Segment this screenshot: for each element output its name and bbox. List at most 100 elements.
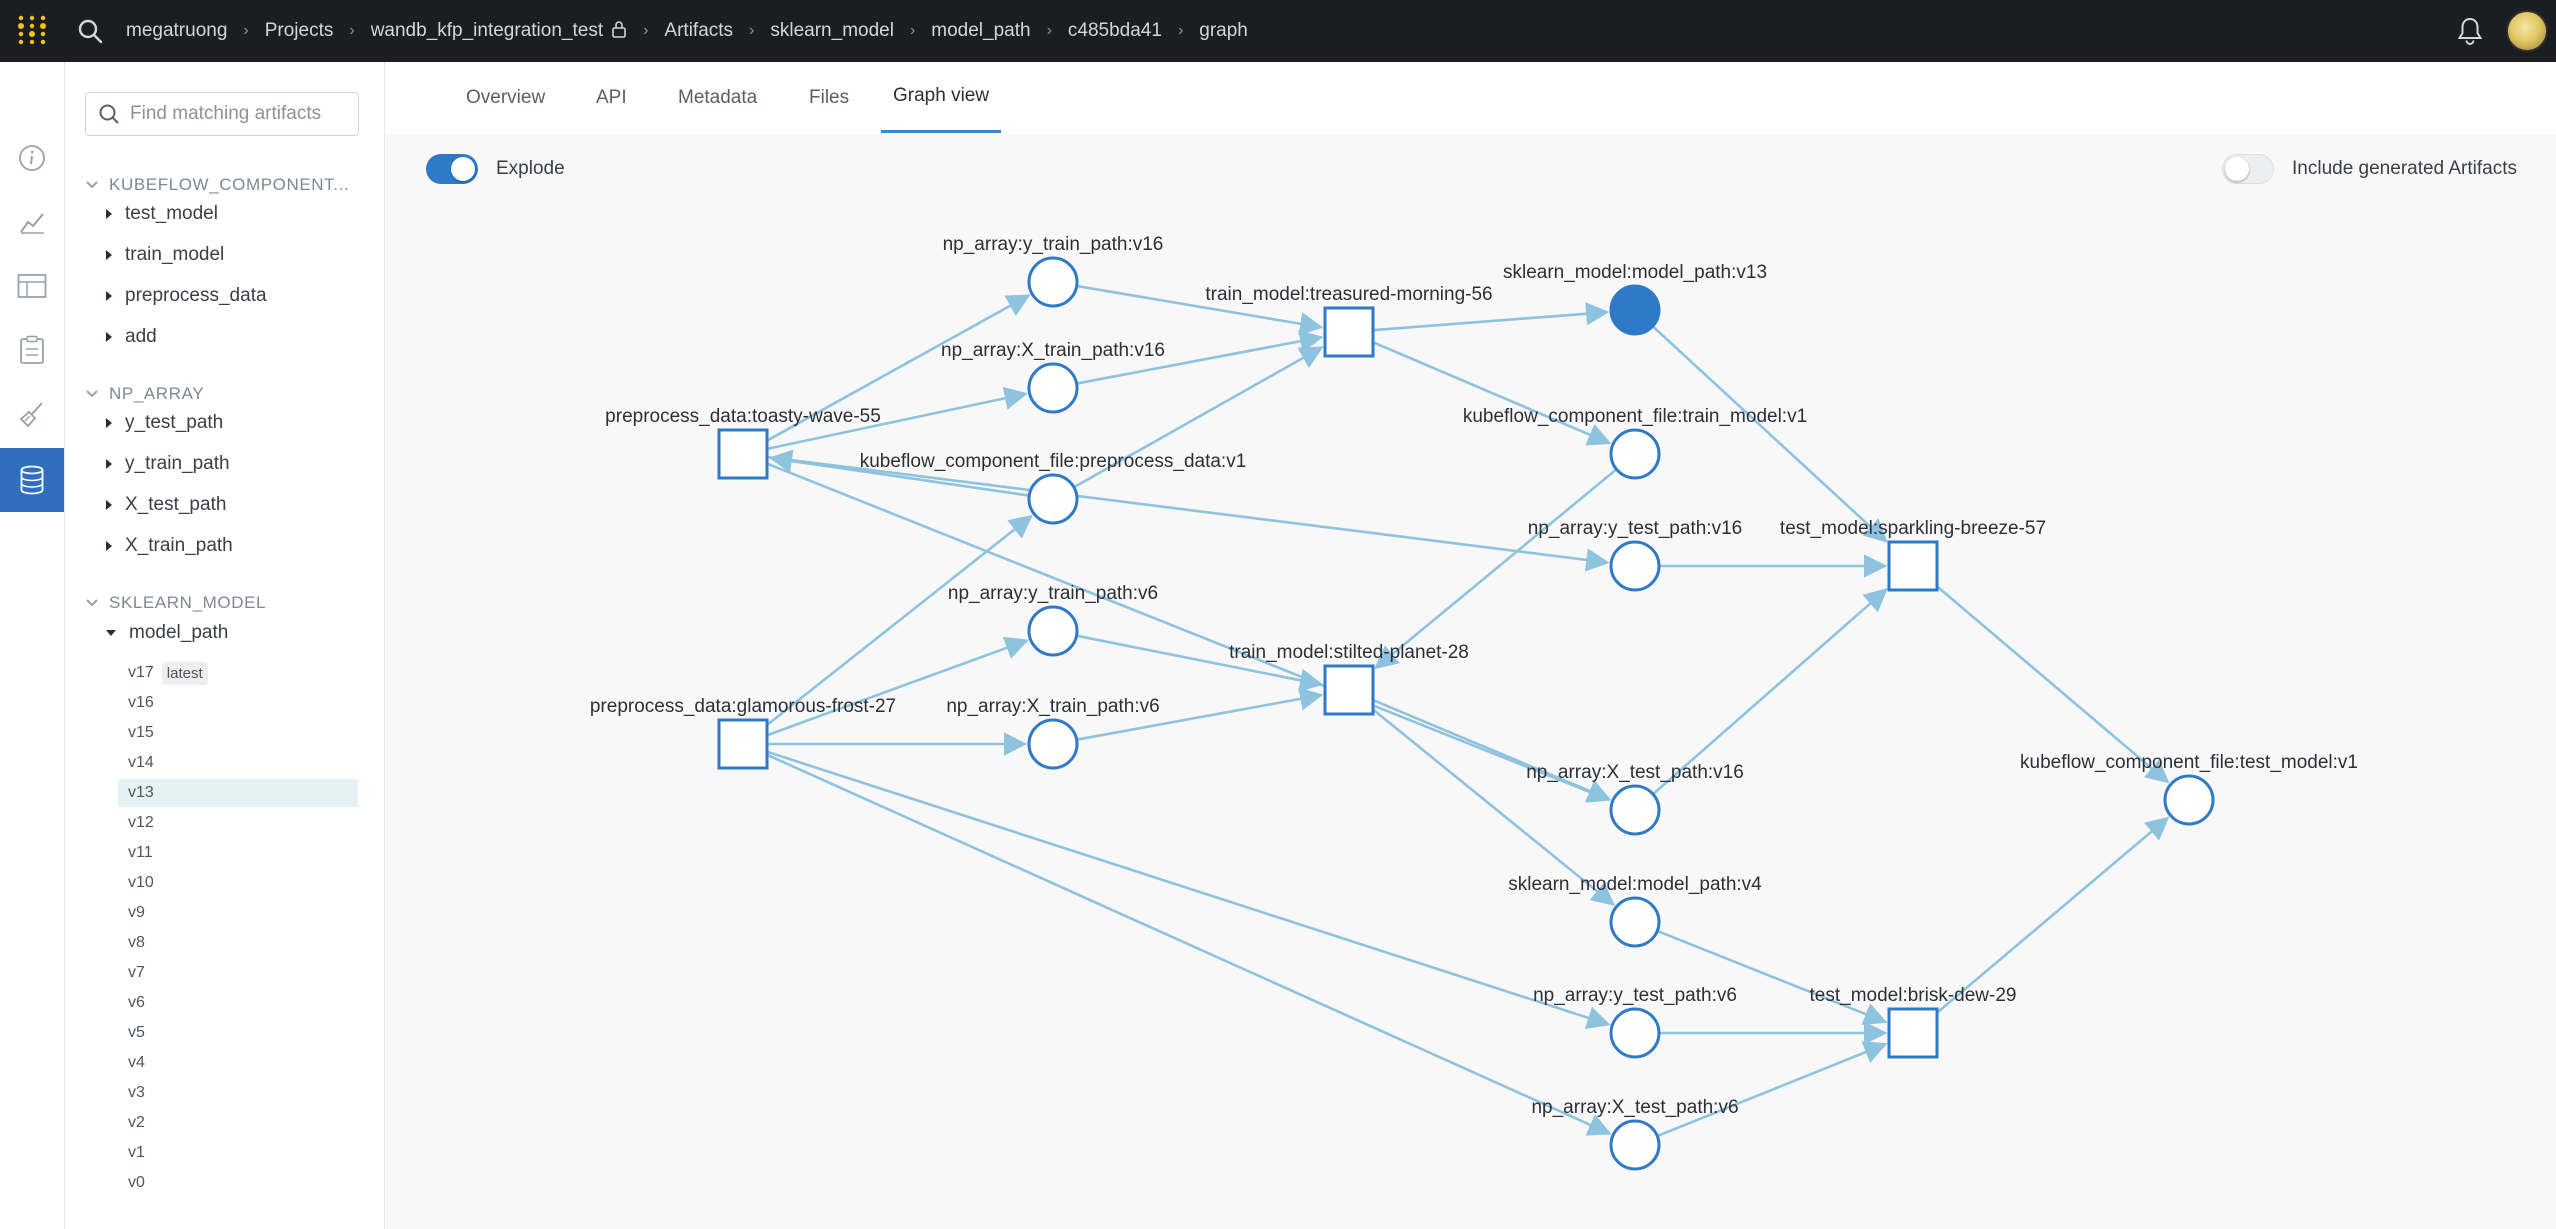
tab-overview[interactable]: Overview	[466, 87, 546, 108]
type-item-x-train-path[interactable]: X_train_path	[105, 535, 233, 557]
artifact-node-circle[interactable]	[2163, 774, 2215, 826]
bell-icon[interactable]	[2456, 16, 2484, 46]
run-node-square[interactable]	[1887, 1007, 1939, 1059]
graph-edge	[766, 294, 1031, 442]
breadcrumb-projects[interactable]: Projects	[264, 20, 334, 41]
version-item-v16[interactable]: v16	[118, 689, 358, 717]
graph-artifact-node[interactable]: np_array:X_train_path:v16	[941, 340, 1165, 414]
graph-run-node[interactable]: train_model:treasured-morning-56	[1205, 284, 1493, 358]
version-item-v8[interactable]: v8	[118, 929, 358, 957]
artifact-node-circle[interactable]	[1609, 428, 1661, 480]
breadcrumb-current-view[interactable]: graph	[1199, 20, 1248, 41]
graph-run-node[interactable]: test_model:sparkling-breeze-57	[1780, 518, 2046, 592]
graph-artifact-node[interactable]: np_array:X_test_path:v16	[1526, 762, 1744, 836]
version-item-v6[interactable]: v6	[118, 989, 358, 1017]
artifact-node-circle[interactable]	[1027, 605, 1079, 657]
version-item-v7[interactable]: v7	[118, 959, 358, 987]
version-item-v2[interactable]: v2	[118, 1109, 358, 1137]
tab-graph-view[interactable]: Graph view	[881, 62, 1002, 133]
version-item-v0[interactable]: v0	[118, 1169, 358, 1197]
selected-artifact-node-circle[interactable]	[1609, 284, 1661, 336]
artifact-node-circle[interactable]	[1609, 540, 1661, 592]
graph-edge	[1372, 698, 1612, 802]
version-item-v9[interactable]: v9	[118, 899, 358, 927]
graph-nodes: np_array:y_train_path:v16 np_array:X_trai…	[590, 234, 2358, 1171]
rail-reports[interactable]	[0, 318, 64, 382]
graph-artifact-node[interactable]: sklearn_model:model_path:v4	[1508, 874, 1762, 948]
artifact-search-input[interactable]	[130, 103, 350, 125]
artifact-node-circle[interactable]	[1027, 473, 1079, 525]
breadcrumb-artifact-name[interactable]: model_path	[931, 20, 1031, 41]
breadcrumb-entity[interactable]: megatruong	[126, 20, 228, 41]
graph-artifact-node[interactable]: np_array:X_train_path:v6	[946, 696, 1160, 770]
tab-files[interactable]: Files	[809, 87, 850, 108]
artifact-node-circle[interactable]	[1609, 1119, 1661, 1171]
type-item-x-test-path[interactable]: X_test_path	[105, 494, 226, 516]
type-item-model-path[interactable]: model_path	[105, 622, 228, 644]
version-item-v1[interactable]: v1	[118, 1139, 358, 1167]
graph-artifact-node[interactable]: np_array:y_train_path:v6	[948, 583, 1158, 657]
version-item-v12[interactable]: v12	[118, 809, 358, 837]
group-sklearn-model[interactable]: SKLEARN_MODEL	[85, 593, 266, 613]
artifact-node-circle[interactable]	[1609, 784, 1661, 836]
tab-metadata[interactable]: Metadata	[678, 87, 758, 108]
type-item-add[interactable]: add	[105, 326, 157, 348]
include-generated-toggle[interactable]	[2222, 154, 2274, 184]
rail-table[interactable]	[0, 254, 64, 318]
version-item-v3[interactable]: v3	[118, 1079, 358, 1107]
graph-node-label: np_array:X_test_path:v6	[1531, 1097, 1738, 1118]
explode-toggle[interactable]	[426, 154, 478, 184]
user-avatar[interactable]	[2506, 10, 2548, 52]
breadcrumb-project[interactable]: wandb_kfp_integration_test	[371, 20, 627, 42]
version-item-v5[interactable]: v5	[118, 1019, 358, 1047]
breadcrumb-artifacts[interactable]: Artifacts	[664, 20, 734, 41]
type-item-y-test-path[interactable]: y_test_path	[105, 412, 223, 434]
graph-run-node[interactable]: test_model:brisk-dew-29	[1810, 985, 2017, 1059]
type-item-y-train-path[interactable]: y_train_path	[105, 453, 230, 475]
graph-run-node[interactable]: train_model:stilted-planet-28	[1229, 642, 1469, 716]
artifact-node-circle[interactable]	[1027, 256, 1079, 308]
artifact-node-circle[interactable]	[1027, 362, 1079, 414]
breadcrumb-artifact-version[interactable]: c485bda41	[1067, 20, 1162, 41]
graph-artifact-node[interactable]: kubeflow_component_file:train_model:v1	[1463, 406, 1807, 480]
graph-artifact-node[interactable]: np_array:y_test_path:v6	[1533, 985, 1737, 1059]
version-label: v7	[128, 964, 145, 981]
graph-node-label: kubeflow_component_file:preprocess_data:…	[860, 451, 1247, 472]
graph-artifact-node[interactable]: np_array:y_test_path:v16	[1528, 518, 1742, 592]
run-node-square[interactable]	[1887, 540, 1939, 592]
type-item-preprocess-data[interactable]: preprocess_data	[105, 285, 267, 307]
run-node-square[interactable]	[1323, 664, 1375, 716]
rail-sweeps[interactable]	[0, 382, 64, 446]
version-item-v15[interactable]: v15	[118, 719, 358, 747]
breadcrumb-artifact-type[interactable]: sklearn_model	[770, 20, 894, 41]
type-item-test-model[interactable]: test_model	[105, 203, 218, 225]
graph-artifact-node[interactable]: np_array:y_train_path:v16	[943, 234, 1164, 308]
version-item-v13[interactable]: v13	[118, 779, 358, 807]
artifact-node-circle[interactable]	[1609, 896, 1661, 948]
graph-artifact-node[interactable]: kubeflow_component_file:test_model:v1	[2020, 752, 2358, 826]
rail-charts[interactable]	[0, 190, 64, 254]
version-item-v14[interactable]: v14	[118, 749, 358, 777]
version-item-v4[interactable]: v4	[118, 1049, 358, 1077]
graph-run-node[interactable]: preprocess_data:glamorous-frost-27	[590, 696, 896, 770]
graph-artifact-node[interactable]: kubeflow_component_file:preprocess_data:…	[860, 451, 1247, 525]
group-np-array[interactable]: NP_ARRAY	[85, 384, 204, 404]
version-item-v11[interactable]: v11	[118, 839, 358, 867]
rail-artifacts[interactable]	[0, 448, 64, 512]
group-kubeflow-component[interactable]: KUBEFLOW_COMPONENT...	[85, 175, 349, 195]
artifact-node-circle[interactable]	[1609, 1007, 1661, 1059]
tab-api[interactable]: API	[596, 87, 627, 108]
version-item-v10[interactable]: v10	[118, 869, 358, 897]
run-node-square[interactable]	[717, 428, 769, 480]
wandb-logo-icon[interactable]	[14, 13, 50, 49]
graph-artifact-node[interactable]: np_array:X_test_path:v6	[1531, 1097, 1739, 1171]
type-item-train-model[interactable]: train_model	[105, 244, 224, 266]
graph-artifact-node[interactable]: sklearn_model:model_path:v13	[1503, 262, 1767, 336]
artifact-node-circle[interactable]	[1027, 718, 1079, 770]
run-node-square[interactable]	[1323, 306, 1375, 358]
search-icon[interactable]	[76, 17, 104, 45]
run-node-square[interactable]	[717, 718, 769, 770]
rail-overview[interactable]	[0, 126, 64, 190]
graph-run-node[interactable]: preprocess_data:toasty-wave-55	[605, 406, 881, 480]
